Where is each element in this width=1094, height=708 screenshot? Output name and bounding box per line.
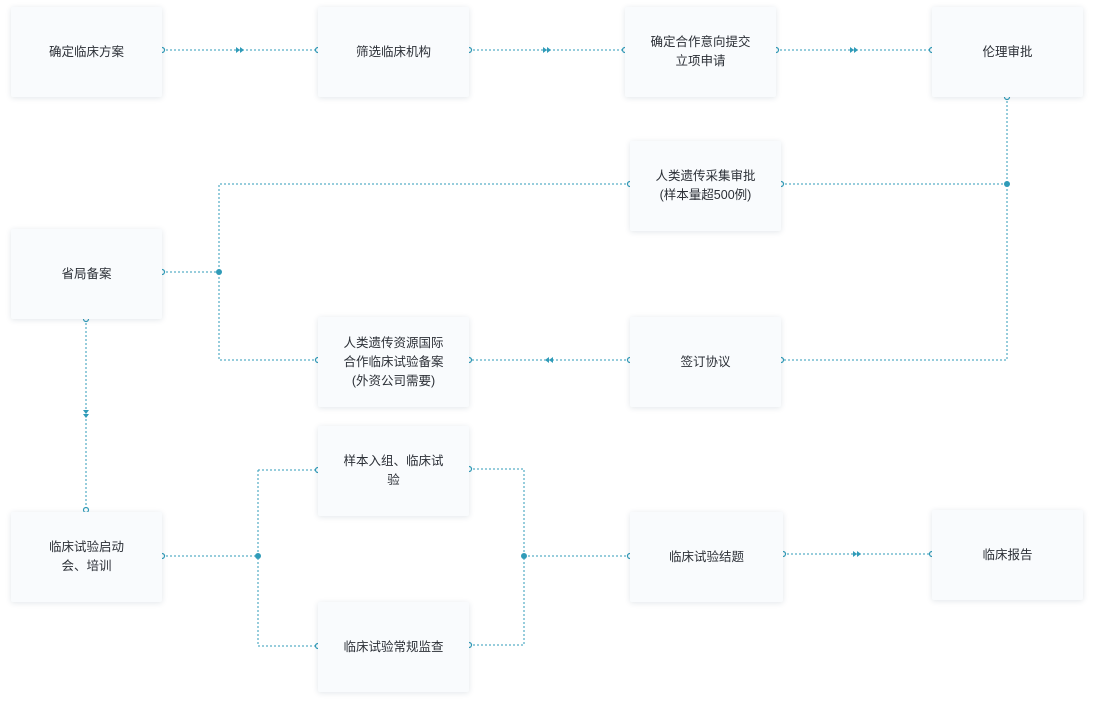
arrow-n6-n10-b: [83, 414, 89, 418]
node-trial-closure[interactable]: 临床试验结题: [630, 512, 783, 602]
node-ethics-approval[interactable]: 伦理审批: [932, 7, 1083, 97]
link-n4-n8: [781, 97, 1008, 361]
node-provincial-filing[interactable]: 省局备案: [11, 229, 162, 319]
node-submit-application[interactable]: 确定合作意向提交 立项申请: [625, 7, 776, 97]
junction-n6: [216, 269, 222, 275]
node-genetic-collection-approval[interactable]: 人类遗传采集审批 (样本量超500例): [630, 141, 781, 231]
arrow-n8-n7-b: [545, 357, 549, 363]
junction-merge: [521, 553, 527, 559]
link-merge: [469, 468, 525, 646]
junction-split: [255, 553, 261, 559]
node-sign-agreement[interactable]: 签订协议: [630, 317, 781, 407]
arrow-n3-n4-a: [850, 47, 854, 53]
arrow-n2-n3-b: [547, 47, 551, 53]
arrow-n6-n10-a: [83, 410, 89, 414]
node-clinical-report[interactable]: 临床报告: [932, 510, 1083, 600]
node-routine-monitoring[interactable]: 临床试验常规监查: [318, 602, 469, 692]
arrow-n11-n12-a: [853, 551, 857, 557]
arrow-n8-n7-a: [549, 357, 553, 363]
node-confirm-protocol[interactable]: 确定临床方案: [11, 7, 162, 97]
arrow-n11-n12-b: [857, 551, 861, 557]
junction-n4: [1004, 181, 1010, 187]
node-kickoff-training[interactable]: 临床试验启动 会、培训: [11, 512, 162, 602]
arrow-n2-n3-a: [543, 47, 547, 53]
arrow-n1-n2-b: [240, 47, 244, 53]
arrow-n1-n2-a: [236, 47, 240, 53]
node-screen-institutions[interactable]: 筛选临床机构: [318, 7, 469, 97]
node-sample-enrollment[interactable]: 样本入组、临床试 验: [318, 426, 469, 516]
node-international-cooperation-filing[interactable]: 人类遗传资源国际 合作临床试验备案 (外资公司需要): [318, 317, 469, 407]
arrow-n3-n4-b: [854, 47, 858, 53]
link-n5-n7-n6: [218, 183, 630, 361]
